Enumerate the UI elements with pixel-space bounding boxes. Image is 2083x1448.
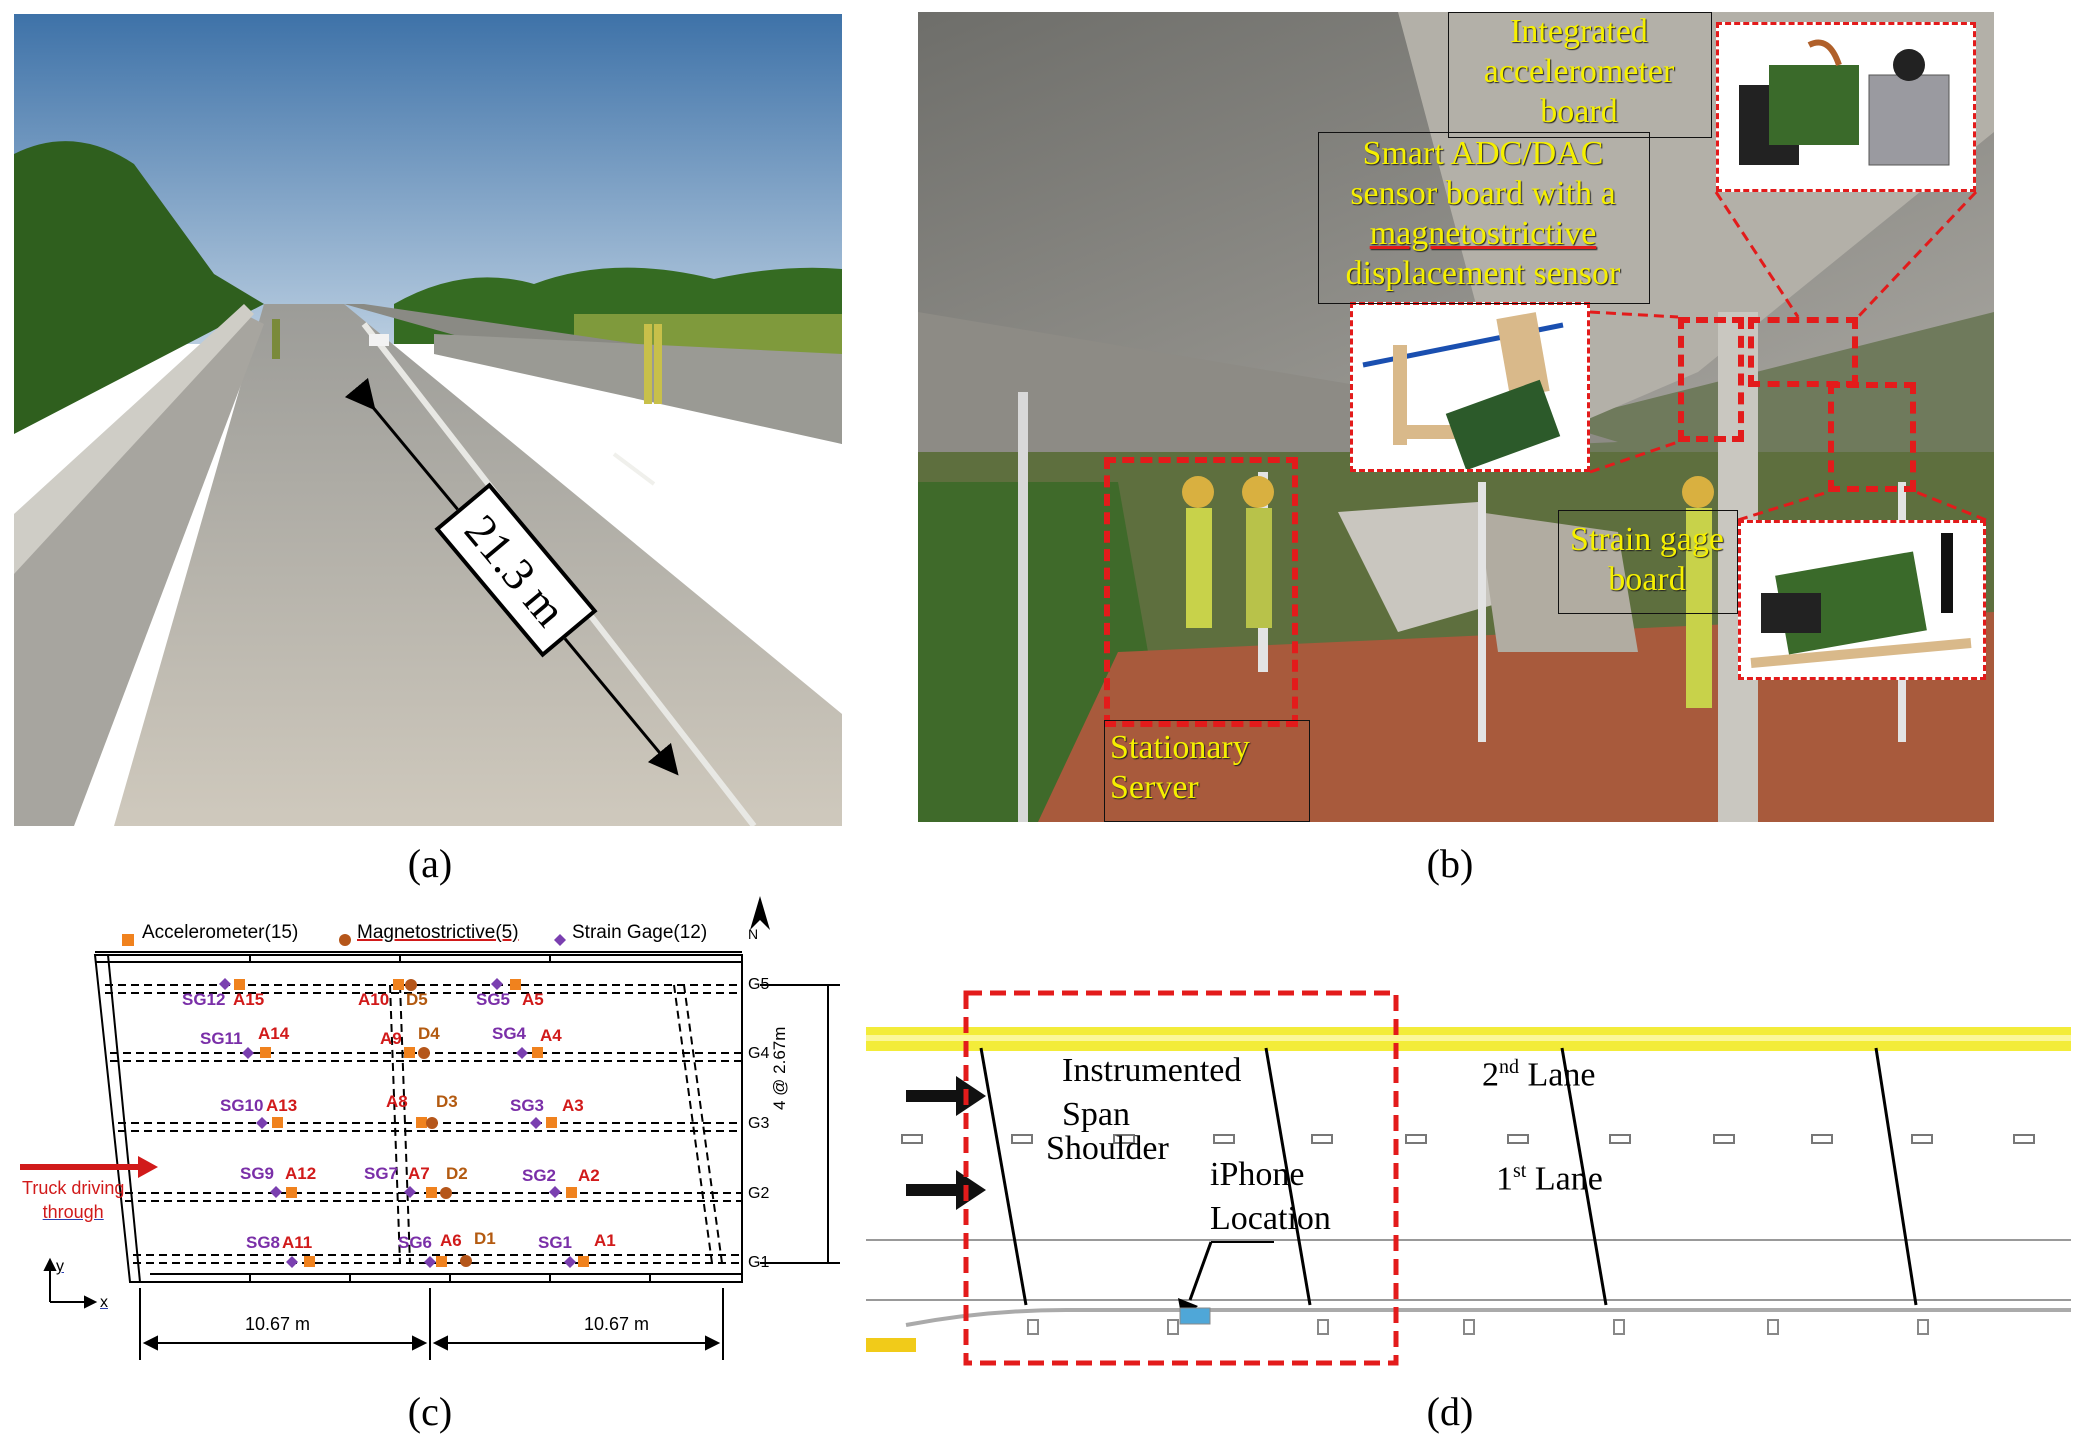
lane-plan-diagram <box>866 990 2071 1366</box>
sensor-a3: A3 <box>562 1096 584 1115</box>
legend-accel-marker <box>122 934 134 946</box>
legend-disp-marker <box>339 934 351 946</box>
accel-board-inset <box>1716 22 1976 192</box>
sensor-sg5: SG5 <box>476 990 511 1009</box>
instrumented-label: Instrumented <box>1062 1052 1242 1089</box>
dimension-right-label: 10.67 m <box>584 1314 650 1334</box>
axis-y-label: y <box>56 1258 64 1275</box>
legend-accelerometer: Accelerometer(15) <box>142 922 299 943</box>
sensor-sg9: SG9 <box>240 1164 275 1183</box>
legend-strain-gage: Strain Gage(12) <box>572 922 708 943</box>
dimension-left-label: 10.67 m <box>245 1314 311 1334</box>
sensor-a1: A1 <box>594 1231 616 1250</box>
sensor-a7: A7 <box>408 1164 430 1183</box>
accel-highlight-box <box>1748 317 1858 387</box>
span-length-arrow <box>344 377 679 776</box>
sensor-sg2: SG2 <box>522 1166 557 1185</box>
callout-lines <box>1589 190 1987 522</box>
accel-board-label: Integrated accelerometer board <box>1483 13 1675 130</box>
sensor-a15: A15 <box>233 990 265 1009</box>
sensor-sg3: SG3 <box>510 1096 545 1115</box>
axis-x-label: x <box>100 1294 108 1311</box>
girder-label-g5: G5 <box>748 976 770 993</box>
caption-d: (d) <box>1426 1389 1474 1434</box>
location-label: Location <box>1210 1200 1331 1237</box>
girder-label-g1: G1 <box>748 1254 770 1271</box>
sensor-sg6: SG6 <box>398 1233 433 1252</box>
server-label: Stationary Server <box>1110 729 1250 806</box>
sensor-sg1: SG1 <box>538 1233 573 1252</box>
caption-c: (c) <box>407 1389 453 1434</box>
sensor-a11: A11 <box>282 1233 313 1252</box>
strain-board-inset <box>1738 520 1986 680</box>
displacement-sensor-icon <box>1362 312 1564 471</box>
adc-highlight-box <box>1678 317 1744 442</box>
caption-a: (a) <box>407 841 453 886</box>
sensor-sg10: SG10 <box>220 1096 264 1115</box>
iphone-icon <box>1179 1307 1211 1325</box>
panel-d-lane-plan: Instrumented Span Shoulder 2nd Lane 1st … <box>866 980 2083 1380</box>
sensor-sg11: SG11 <box>200 1029 243 1048</box>
sensor-a13: A13 <box>266 1096 298 1115</box>
panel-a-photo: 21.3 m <box>14 14 842 826</box>
accelerometer-board-icon <box>1739 39 1950 166</box>
span-label: Span <box>1062 1096 1130 1133</box>
lane-1-label: 1st Lane <box>1496 1160 1603 1198</box>
adc-board-label: Smart ADC/DAC sensor board with a magnet… <box>1345 135 1621 292</box>
accel-board-label-box <box>1448 12 1712 138</box>
sensor-a2: A2 <box>578 1166 600 1185</box>
sensor-d3: D3 <box>436 1092 458 1111</box>
server-highlight-box <box>1104 457 1298 727</box>
strain-board-label: Strain gage board <box>1570 521 1724 598</box>
sensor-a12: A12 <box>285 1164 317 1183</box>
panel-c-sensor-layout: Accelerometer(15) Magnetostrictive(5) St… <box>0 890 840 1390</box>
spacing-label: 4 @ 2.67m <box>770 1026 789 1110</box>
adc-board-label-box <box>1318 132 1650 304</box>
adc-board-inset <box>1350 302 1590 472</box>
sensor-d2: D2 <box>446 1164 468 1183</box>
sensor-sg7: SG7 <box>364 1164 399 1183</box>
legend-magnetostrictive: Magnetostrictive(5) <box>357 922 519 943</box>
sensor-sg4: SG4 <box>492 1024 527 1043</box>
girder-label-g3: G3 <box>748 1115 770 1132</box>
iphone-label: iPhone <box>1210 1156 1305 1193</box>
sensor-sg12: SG12 <box>182 990 226 1009</box>
sensor-d5: D5 <box>406 990 428 1009</box>
sensor-sg8: SG8 <box>246 1233 281 1252</box>
sensor-a9: A9 <box>380 1029 402 1048</box>
sensor-a8: A8 <box>386 1092 408 1111</box>
sensor-a14: A14 <box>258 1024 290 1043</box>
sensor-a4: A4 <box>540 1026 562 1045</box>
server-label-box <box>1104 720 1310 822</box>
sensor-d4: D4 <box>418 1024 440 1043</box>
caption-b: (b) <box>1426 841 1474 886</box>
girder-label-g4: G4 <box>748 1045 770 1062</box>
girder-label-g2: G2 <box>748 1185 770 1202</box>
sensor-d1: D1 <box>474 1229 496 1248</box>
north-label: N <box>748 926 759 942</box>
sensor-a10: A10 <box>358 990 390 1009</box>
sensor-a5: A5 <box>522 990 544 1009</box>
panel-b-photo: Integrated accelerometer board Smart ADC… <box>918 12 1994 822</box>
strain-highlight-box <box>1828 382 1916 492</box>
truck-label: Truck driving through <box>22 1178 125 1222</box>
strain-board-label-box <box>1558 510 1738 614</box>
lane-2-label: 2nd Lane <box>1482 1056 1596 1094</box>
shoulder-label: Shoulder <box>1046 1130 1169 1167</box>
sensor-layout-diagram <box>20 896 840 1360</box>
sensor-a6: A6 <box>440 1231 462 1250</box>
legend-strain-marker <box>554 934 566 946</box>
strain-gage-board-icon <box>1750 533 1972 668</box>
